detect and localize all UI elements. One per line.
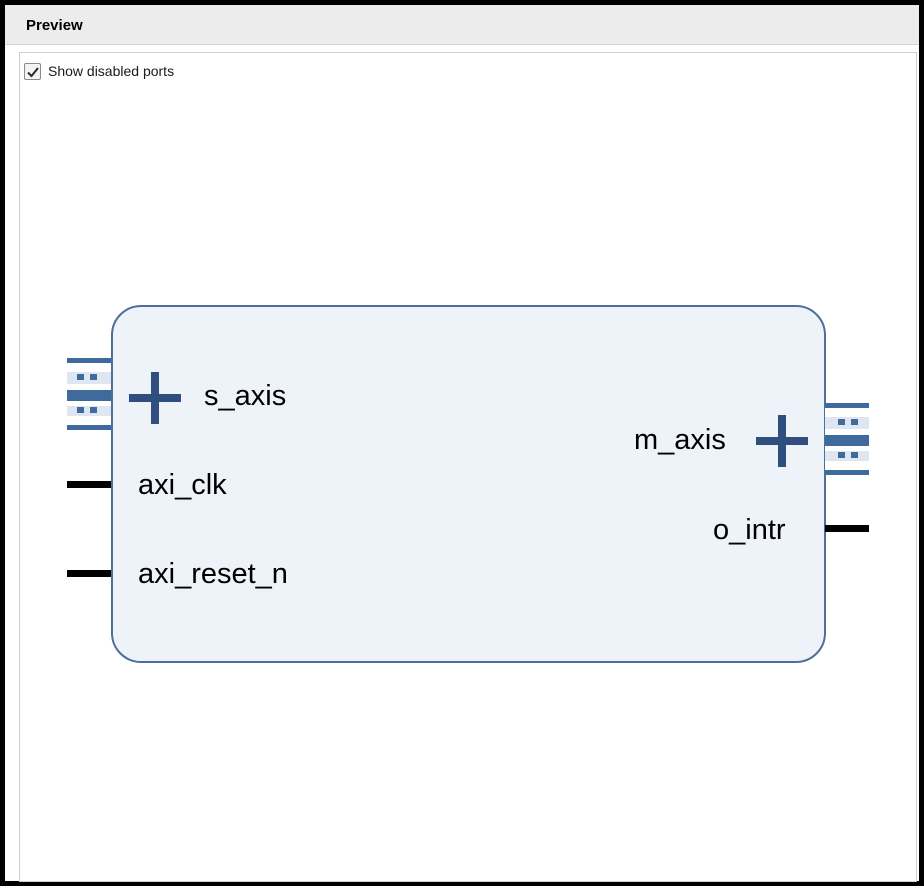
preview-header: Preview bbox=[5, 5, 919, 45]
show-disabled-ports-label: Show disabled ports bbox=[48, 63, 175, 79]
axi-clk-wire[interactable] bbox=[67, 481, 112, 488]
port-o-intr-label: o_intr bbox=[713, 514, 786, 546]
ip-block[interactable] bbox=[111, 305, 826, 663]
port-axi-reset-n-label: axi_reset_n bbox=[138, 558, 288, 590]
m-axis-expand-plus-icon[interactable] bbox=[756, 415, 808, 467]
axi-reset-n-wire[interactable] bbox=[67, 570, 112, 577]
s-axis-bus-icon[interactable] bbox=[67, 358, 112, 430]
o-intr-wire[interactable] bbox=[825, 525, 869, 532]
checkmark-icon bbox=[27, 66, 39, 77]
port-m-axis-label: m_axis bbox=[634, 424, 726, 456]
s-axis-expand-plus-icon[interactable] bbox=[129, 372, 181, 424]
panel-title: Preview bbox=[26, 17, 83, 34]
port-axi-clk-label: axi_clk bbox=[138, 469, 227, 501]
m-axis-bus-icon[interactable] bbox=[825, 403, 869, 475]
show-disabled-ports-option[interactable]: Show disabled ports bbox=[24, 61, 174, 81]
port-s-axis-label: s_axis bbox=[204, 380, 287, 412]
show-disabled-ports-checkbox[interactable] bbox=[24, 62, 41, 80]
